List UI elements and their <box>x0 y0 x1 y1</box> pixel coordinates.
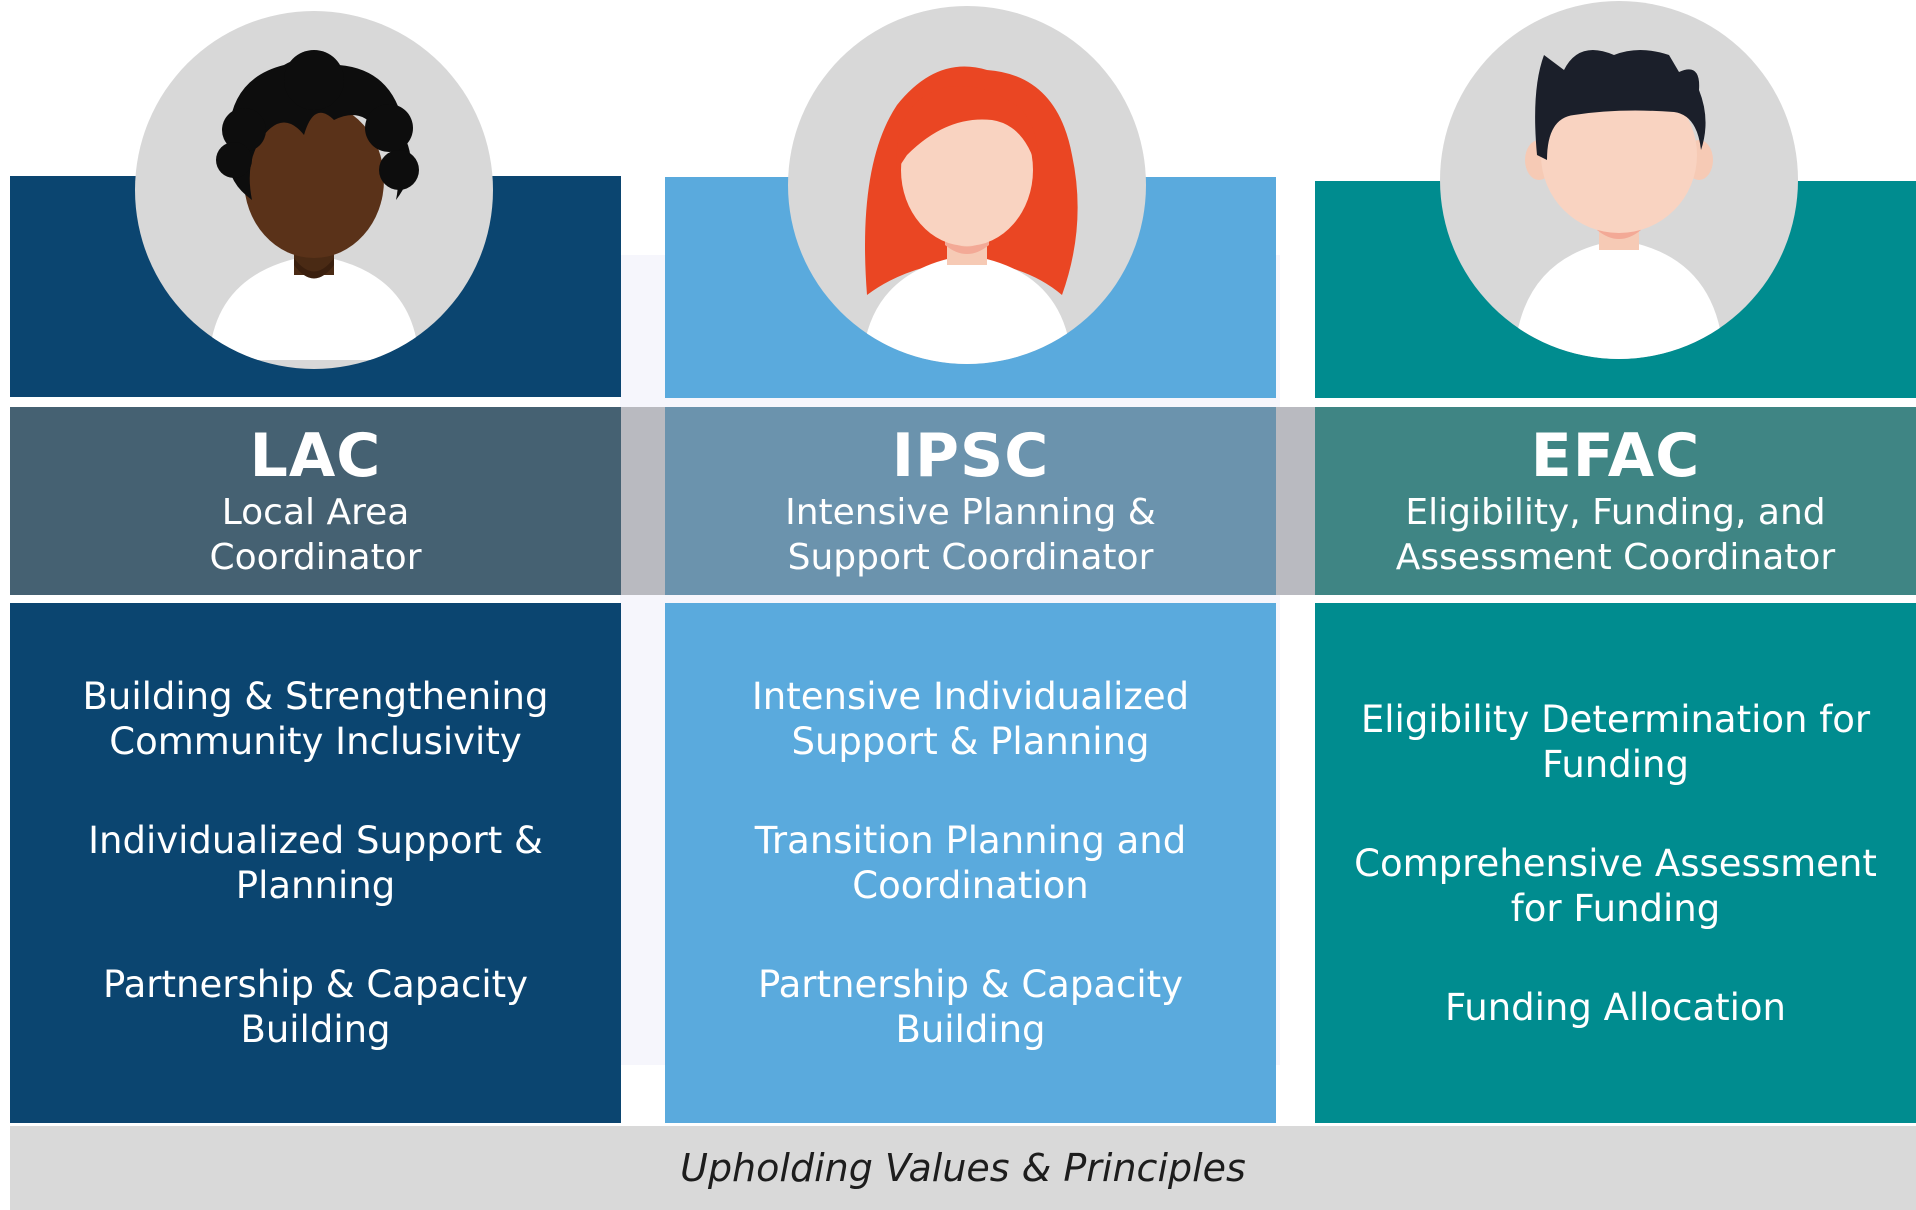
ipsc-item-line: Transition Planning and <box>754 819 1187 862</box>
lac-responsibilities: Building & Strengthening Community Inclu… <box>10 603 621 1123</box>
lac-full-name-line1: Local Area <box>221 492 410 533</box>
ipsc-avatar-icon <box>788 6 1146 364</box>
lac-full-name-line2: Coordinator <box>209 537 422 578</box>
lac-item-line: Building & Strengthening <box>82 675 549 718</box>
ipsc-abbreviation: IPSC <box>891 421 1050 491</box>
efac-item-line: for Funding <box>1510 886 1721 930</box>
efac-abbreviation: EFAC <box>1530 421 1701 491</box>
efac-item: Funding Allocation <box>1445 985 1786 1030</box>
lac-avatar-icon <box>135 11 493 369</box>
lac-item-line: Individualized Support & <box>88 819 543 862</box>
efac-full-name-line2: Assessment Coordinator <box>1395 537 1836 578</box>
ipsc-full-name-line2: Support Coordinator <box>787 537 1154 578</box>
lac-item-line: Building <box>240 1008 391 1051</box>
ipsc-item: Partnership & Capacity Building <box>758 962 1183 1052</box>
lac-abbreviation: LAC <box>249 421 382 491</box>
lac-item-line: Planning <box>235 864 396 907</box>
ipsc-item-line: Intensive Individualized <box>751 675 1190 718</box>
ipsc-item: Intensive Individualized Support & Plann… <box>752 674 1189 764</box>
ipsc-title-cell: IPSC Intensive Planning & Support Coordi… <box>665 407 1276 595</box>
ipsc-item-line: Partnership & Capacity <box>757 963 1184 1006</box>
efac-responsibilities: Eligibility Determination for Funding Co… <box>1315 603 1916 1123</box>
ipsc-item-line: Building <box>895 1008 1046 1051</box>
ipsc-item: Transition Planning and Coordination <box>755 818 1186 908</box>
efac-item-line: Eligibility Determination for <box>1360 697 1871 741</box>
footer-text: Upholding Values & Principles <box>680 1146 1246 1190</box>
lac-item-line: Partnership & Capacity <box>102 963 529 1006</box>
ipsc-full-name-line1: Intensive Planning & <box>785 492 1156 533</box>
efac-item-line: Comprehensive Assessment <box>1354 841 1877 885</box>
lac-item: Individualized Support & Planning <box>88 818 543 908</box>
efac-avatar-icon <box>1440 1 1798 359</box>
lac-item-line: Community Inclusivity <box>109 720 522 763</box>
efac-item: Eligibility Determination for Funding <box>1361 697 1870 787</box>
lac-item: Partnership & Capacity Building <box>103 962 528 1052</box>
ipsc-responsibilities: Intensive Individualized Support & Plann… <box>665 603 1276 1123</box>
lac-title-cell: LAC Local Area Coordinator <box>10 407 621 595</box>
footer-banner: Upholding Values & Principles <box>10 1126 1916 1210</box>
lac-item: Building & Strengthening Community Inclu… <box>83 674 549 764</box>
efac-item-line: Funding <box>1542 742 1689 786</box>
efac-item: Comprehensive Assessment for Funding <box>1354 841 1877 931</box>
efac-item-line: Funding Allocation <box>1444 985 1787 1029</box>
ipsc-item-line: Coordination <box>852 864 1089 907</box>
efac-full-name-line1: Eligibility, Funding, and <box>1405 492 1826 533</box>
ipsc-item-line: Support & Planning <box>791 720 1150 763</box>
efac-title-cell: EFAC Eligibility, Funding, and Assessmen… <box>1315 407 1916 595</box>
